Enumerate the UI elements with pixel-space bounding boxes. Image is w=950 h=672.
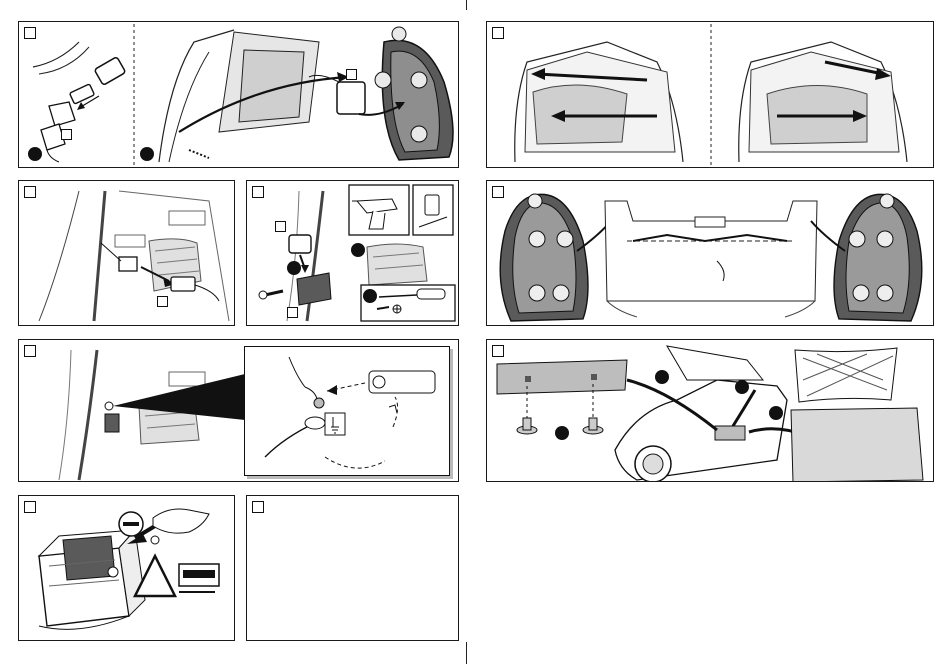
panel-step-1 — [18, 21, 459, 168]
panel-step-5 — [486, 180, 934, 326]
tail-lamp-disconnect-illustration — [19, 22, 459, 168]
wiring-route-illustration — [19, 181, 235, 326]
bullet-marker — [28, 147, 42, 161]
panel-step-7 — [486, 339, 934, 482]
step-number-box — [24, 345, 36, 357]
step-number-box — [24, 186, 36, 198]
empty-notes-area — [247, 496, 248, 497]
label-box — [275, 221, 286, 232]
tail-lamps-connect-illustration — [487, 181, 934, 326]
bullet-marker — [140, 147, 154, 161]
step-number-box — [24, 501, 36, 513]
ground-terminal-detail — [245, 347, 451, 477]
panel-step-4 — [246, 180, 459, 326]
detail-inset — [244, 346, 450, 476]
trunk-trim-remove-illustration — [487, 22, 934, 168]
panel-step-9 — [246, 495, 459, 641]
bullet-marker — [287, 261, 301, 275]
panel-step-6 — [18, 339, 459, 482]
step-number-box — [492, 186, 504, 198]
bullet-marker — [351, 243, 365, 257]
step-number-box — [492, 345, 504, 357]
bullet-marker — [735, 380, 749, 394]
fold-mark-bottom — [466, 642, 467, 664]
fold-mark-top — [466, 0, 467, 10]
step-number-box — [252, 186, 264, 198]
label-box — [157, 296, 168, 307]
battery-negative-warning-illustration — [19, 496, 235, 641]
bullet-marker — [555, 426, 569, 440]
bullet-marker — [363, 289, 377, 303]
trunk-accessories-reinstall-illustration — [487, 340, 934, 482]
label-box — [61, 129, 72, 140]
step-number-box — [252, 501, 264, 513]
step-number-box — [24, 27, 36, 39]
label-box — [346, 69, 357, 80]
step-number-box — [492, 27, 504, 39]
bullet-marker — [655, 370, 669, 384]
panel-step-8 — [18, 495, 235, 641]
label-box — [287, 307, 298, 318]
panel-step-3 — [18, 180, 235, 326]
bullet-marker — [769, 406, 783, 420]
panel-step-2 — [486, 21, 934, 168]
